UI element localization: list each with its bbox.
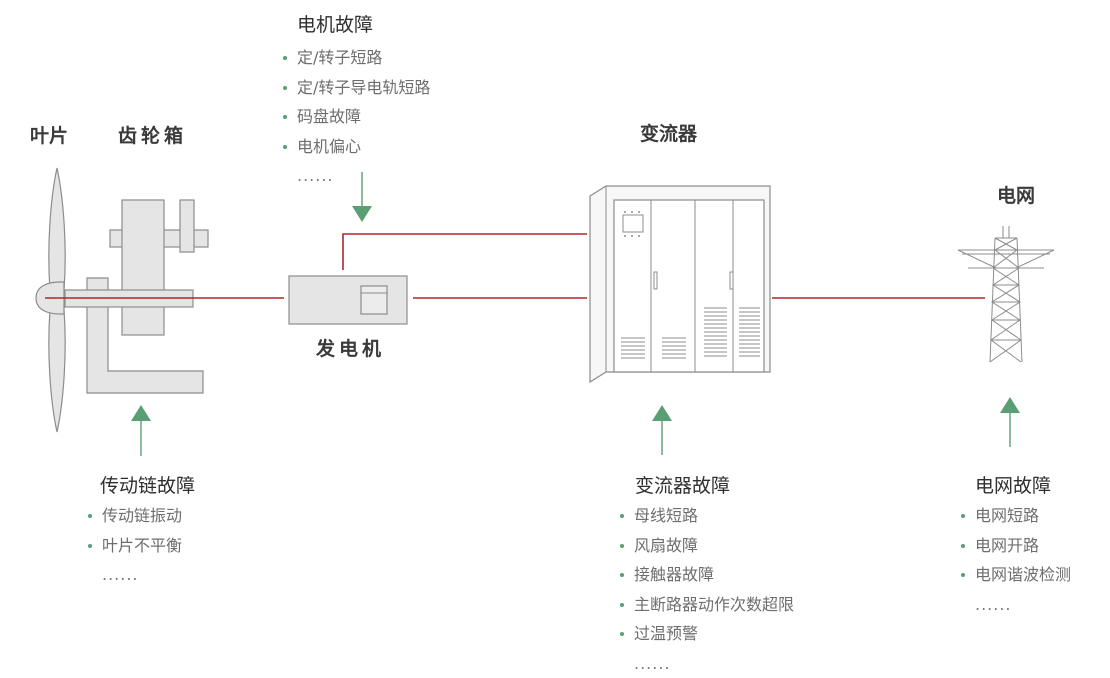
list-item: 传动链振动 bbox=[86, 501, 182, 531]
list-item: 定/转子短路 bbox=[281, 43, 430, 73]
list-item: 风扇故障 bbox=[618, 531, 794, 561]
list-item: 电机偏心 bbox=[281, 132, 430, 162]
grid-fault-list: 电网短路 电网开路 电网谐波检测 ...... bbox=[959, 501, 1071, 619]
list-more: ...... bbox=[959, 590, 1071, 620]
gearbox-label: 齿轮箱 bbox=[118, 124, 187, 147]
list-item: 电网谐波检测 bbox=[959, 560, 1071, 590]
list-item: 过温预警 bbox=[618, 619, 794, 649]
drivetrain-fault-title: 传动链故障 bbox=[100, 471, 195, 498]
list-item: 电网短路 bbox=[959, 501, 1071, 531]
converter-label: 变流器 bbox=[640, 122, 698, 145]
gearbox-icon bbox=[65, 200, 208, 393]
converter-fault-arrow bbox=[652, 405, 672, 455]
motor-fault-title: 电机故障 bbox=[297, 10, 373, 37]
list-item: 码盘故障 bbox=[281, 102, 430, 132]
converter-fault-list: 母线短路 风扇故障 接触器故障 主断路器动作次数超限 过温预警 ...... bbox=[618, 501, 794, 678]
generator-label: 发电机 bbox=[315, 337, 385, 360]
list-item: 主断路器动作次数超限 bbox=[618, 590, 794, 620]
list-more: ...... bbox=[281, 161, 430, 191]
grid-fault-title: 电网故障 bbox=[975, 471, 1051, 498]
list-item: 叶片不平衡 bbox=[86, 531, 182, 561]
blade-label: 叶片 bbox=[30, 124, 68, 147]
drivetrain-fault-list: 传动链振动 叶片不平衡 ...... bbox=[86, 501, 182, 590]
list-more: ...... bbox=[618, 649, 794, 678]
grid-fault-arrow bbox=[1000, 397, 1020, 447]
motor-fault-list: 定/转子短路 定/转子导电轨短路 码盘故障 电机偏心 ...... bbox=[281, 43, 430, 191]
turbine-blades-icon bbox=[36, 168, 65, 432]
grid-label: 电网 bbox=[997, 184, 1035, 207]
converter-fault-title: 变流器故障 bbox=[635, 471, 730, 498]
list-item: 接触器故障 bbox=[618, 560, 794, 590]
list-item: 母线短路 bbox=[618, 501, 794, 531]
generator-icon bbox=[289, 276, 407, 324]
converter-cabinet-icon bbox=[590, 186, 770, 382]
list-item: 电网开路 bbox=[959, 531, 1071, 561]
transmission-tower-icon bbox=[958, 226, 1054, 362]
drivetrain-fault-arrow bbox=[131, 405, 151, 456]
list-item: 定/转子导电轨短路 bbox=[281, 73, 430, 103]
list-more: ...... bbox=[86, 560, 182, 590]
